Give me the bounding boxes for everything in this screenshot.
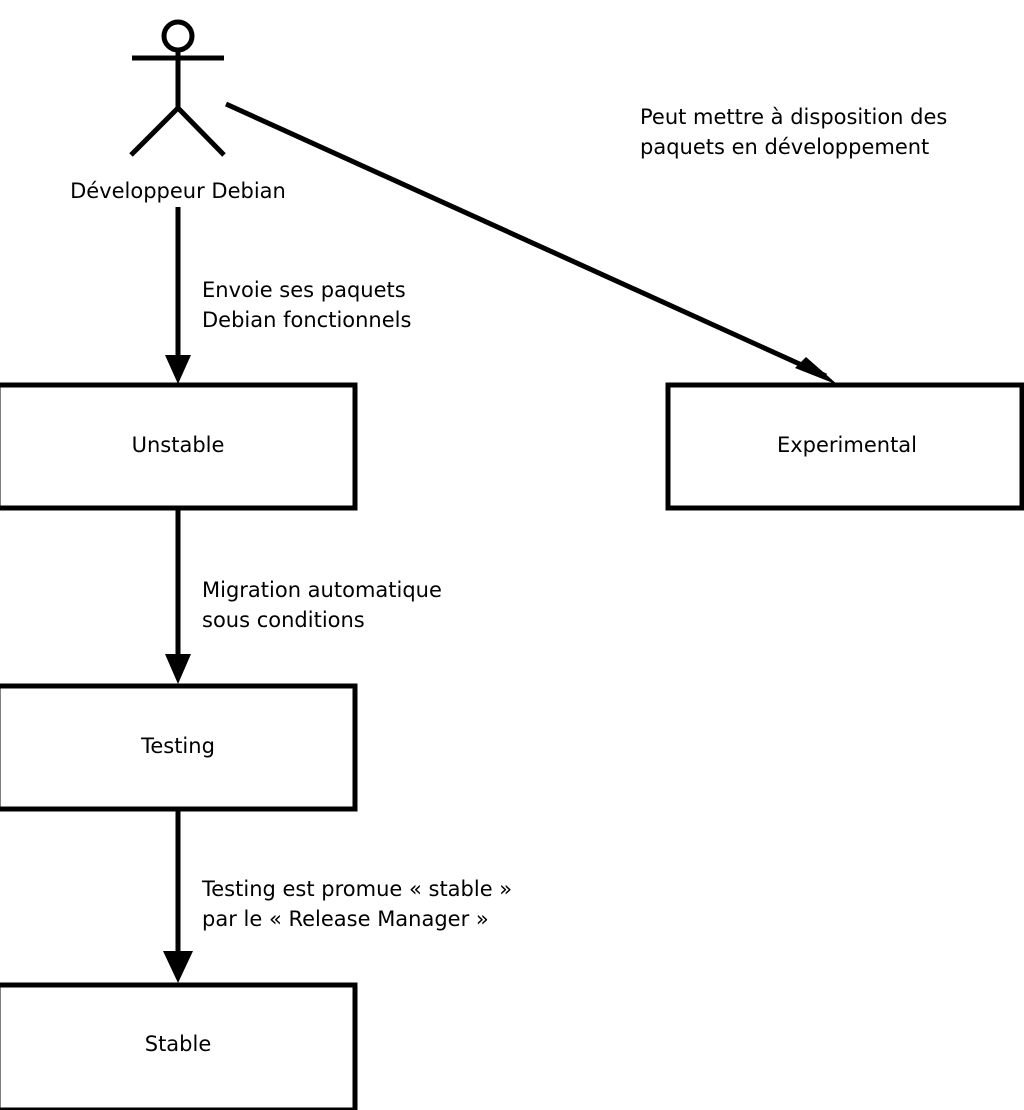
edge-dev-to-experimental-line — [224, 101, 828, 379]
actor-label: Développeur Debian — [70, 179, 286, 203]
edge-dev-to-unstable-label-line2: Debian fonctionnels — [202, 308, 411, 332]
edge-testing-to-stable-label-line2: par le « Release Manager » — [202, 907, 489, 931]
node-testing-label: Testing — [140, 734, 215, 758]
node-unstable-box — [0, 382, 358, 511]
actor-head-icon — [161, 19, 195, 53]
edge-unstable-to-testing-label-line2: sous conditions — [202, 608, 365, 632]
edge-testing-to-stable[interactable]: Testing est promue « stable » par le « R… — [163, 809, 512, 983]
node-experimental-box — [665, 382, 1024, 511]
edge-testing-to-stable-label-line1: Testing est promue « stable » — [201, 877, 512, 901]
edge-dev-to-experimental-label-line1: Peut mettre à disposition des — [640, 105, 947, 129]
actor-developpeur-debian[interactable]: Développeur Debian — [70, 19, 286, 203]
edge-unstable-to-testing-arrowhead — [165, 654, 191, 684]
node-testing-box — [0, 683, 358, 812]
actor-leg-left-line — [129, 106, 180, 157]
edge-dev-to-unstable-arrowhead — [165, 355, 191, 384]
node-unstable-label: Unstable — [132, 433, 225, 457]
edge-dev-to-unstable[interactable]: Envoie ses paquets Debian fonctionnels — [165, 207, 411, 384]
edge-dev-to-experimental[interactable]: Peut mettre à disposition des paquets en… — [224, 101, 947, 385]
edge-testing-to-stable-arrowhead — [163, 951, 193, 983]
actor-leg-right-line — [176, 106, 226, 157]
edge-dev-to-experimental-arrowhead — [795, 357, 838, 385]
node-unstable[interactable]: Unstable — [0, 382, 358, 511]
node-experimental[interactable]: Experimental — [665, 382, 1024, 511]
edge-dev-to-experimental-label-line2: paquets en développement — [640, 135, 929, 159]
edge-unstable-to-testing-label-line1: Migration automatique — [202, 578, 442, 602]
node-testing[interactable]: Testing — [0, 683, 358, 812]
edge-dev-to-unstable-label-line1: Envoie ses paquets — [202, 278, 406, 302]
edge-unstable-to-testing[interactable]: Migration automatique sous conditions — [165, 508, 442, 684]
node-stable-label: Stable — [145, 1032, 212, 1056]
node-stable[interactable]: Stable — [0, 982, 358, 1110]
node-stable-box — [0, 982, 358, 1110]
node-experimental-label: Experimental — [777, 433, 917, 457]
